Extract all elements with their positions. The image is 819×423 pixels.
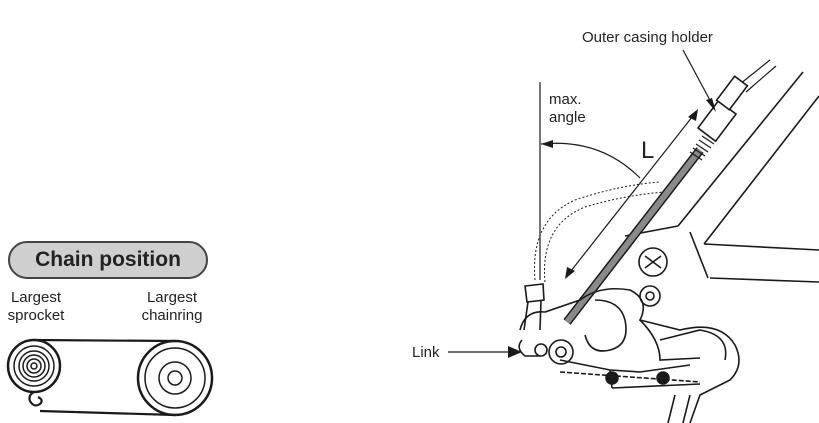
max-angle-label: max. angle: [549, 91, 586, 126]
cable-spring: [689, 135, 715, 161]
frame-tubes: [624, 59, 819, 283]
sprocket-icon: [6, 338, 62, 394]
chain-position-title: Chain position: [8, 241, 208, 279]
shift-cable: [563, 147, 704, 325]
link-part-icon: [448, 283, 545, 358]
derailleur-diagram: [448, 49, 819, 423]
rear-derailleur-body: [519, 247, 740, 423]
chain-position-label: Chain position: [35, 248, 181, 271]
link-label: Link: [412, 344, 440, 361]
largest-chainring-label: Largest chainring: [141, 289, 203, 324]
max-angle-indicator: [539, 82, 641, 280]
dashed-cable-routing: [534, 181, 666, 283]
length-dimension: [565, 109, 698, 279]
largest-sprocket-label: Largest sprocket: [7, 289, 65, 324]
chain-diagram: [6, 338, 214, 417]
outer-casing-holder-icon: [682, 49, 749, 143]
chain-path: [28, 338, 176, 417]
outer-casing-holder-label: Outer casing holder: [582, 29, 713, 46]
length-label: L: [641, 137, 655, 164]
chainring-icon: [136, 339, 214, 417]
